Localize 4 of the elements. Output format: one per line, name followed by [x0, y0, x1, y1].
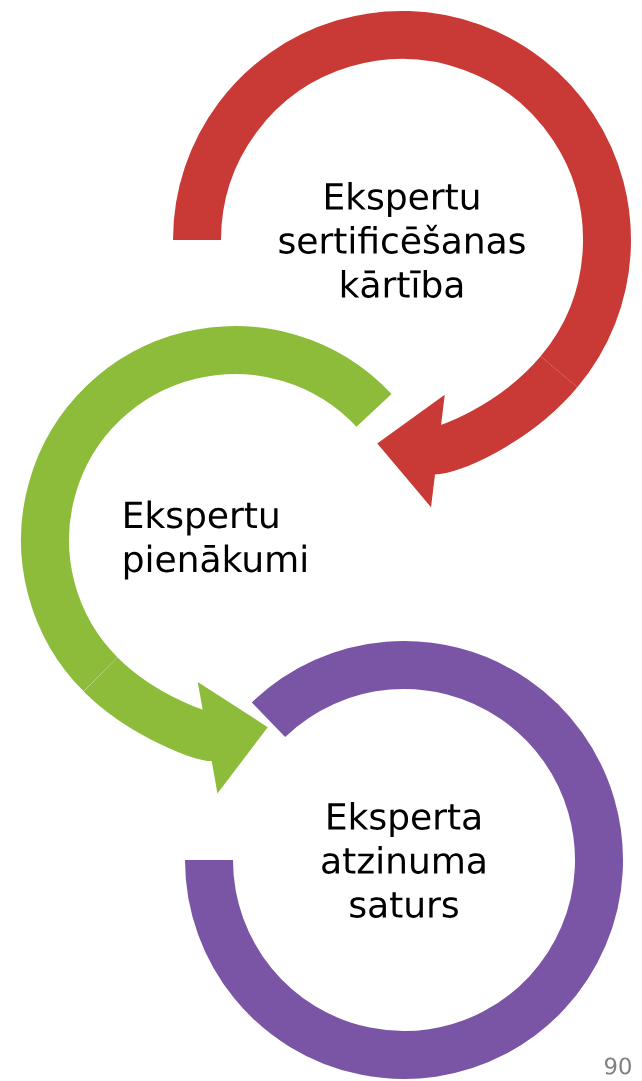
step-label: Ekspertu pienākumi	[124, 500, 306, 580]
step-label: Ekspertu sertificēšanas kārtība	[279, 182, 525, 298]
page-number: 90	[604, 1057, 631, 1075]
step-label: Eksperta atzinuma saturs	[322, 802, 485, 918]
